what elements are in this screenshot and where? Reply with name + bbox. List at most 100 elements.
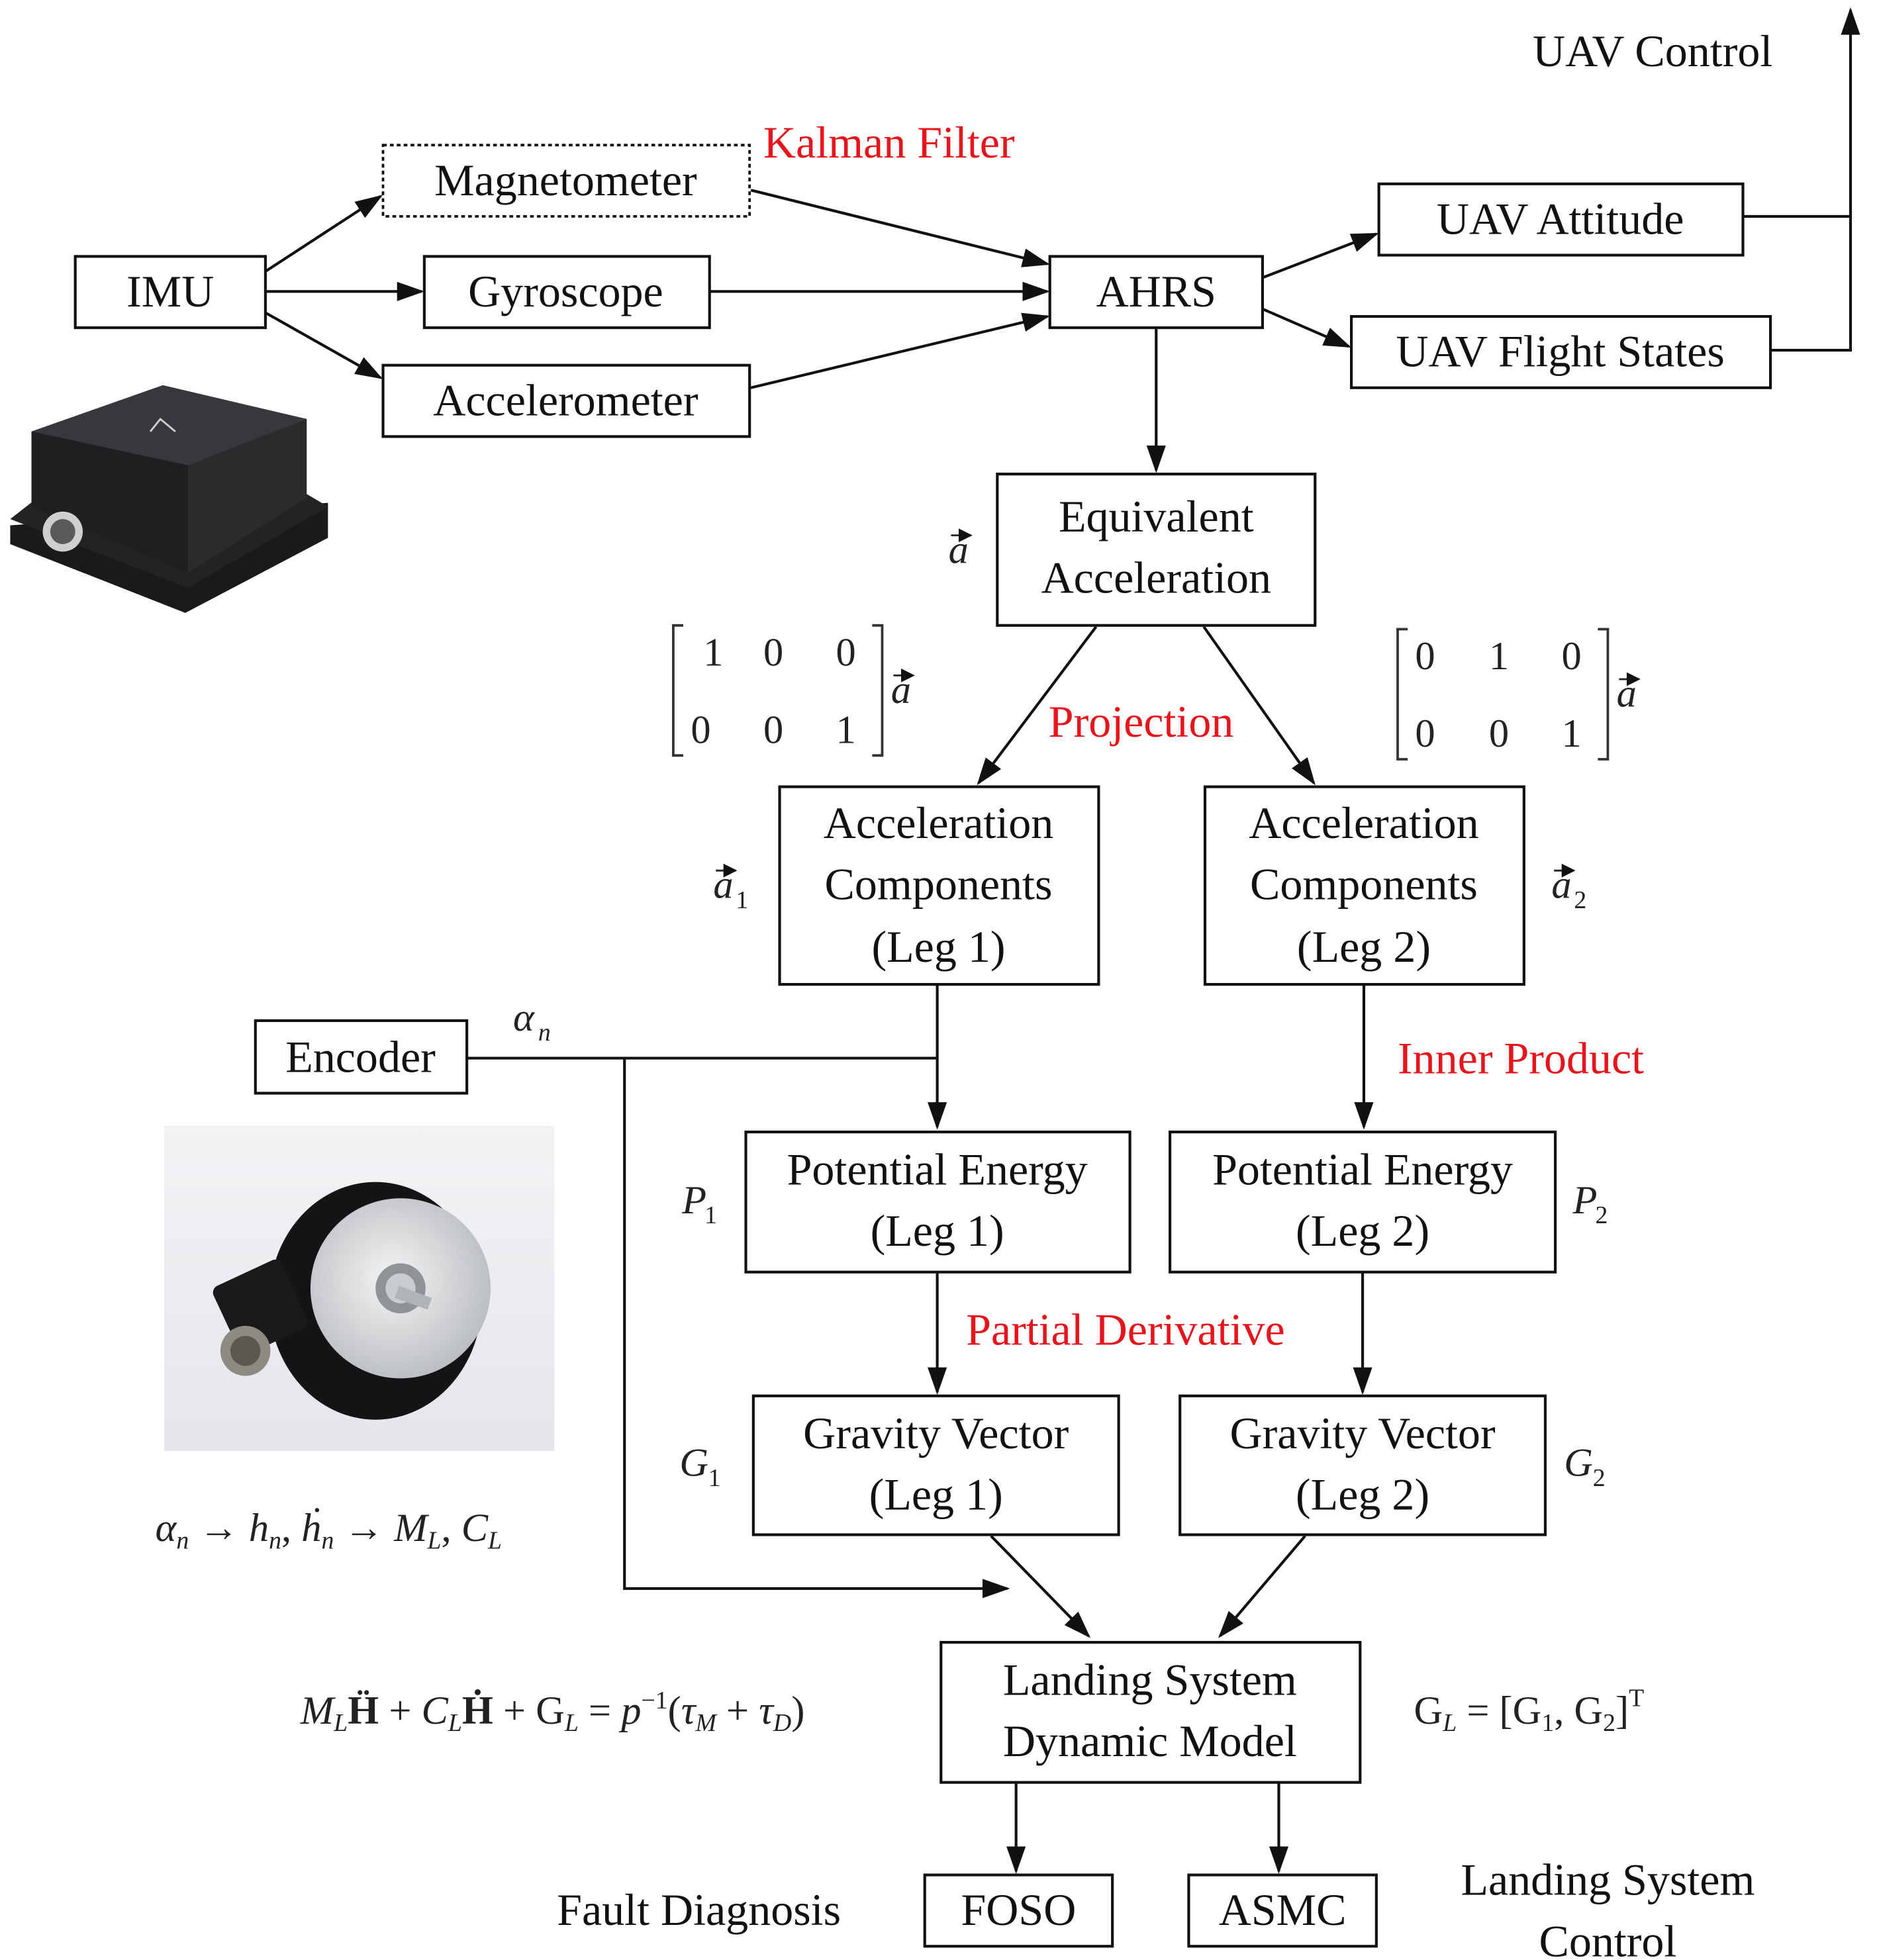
- node-accelerometer-label: Accelerometer: [433, 375, 698, 425]
- symbol-p2-sub: 2: [1596, 1201, 1608, 1229]
- symbol-p2-text: P: [1572, 1178, 1598, 1223]
- symbol-g1: G 1: [679, 1441, 720, 1492]
- node-uav-attitude-label: UAV Attitude: [1437, 193, 1684, 244]
- label-uav-control: UAV Control: [1533, 26, 1772, 76]
- edges-top: [264, 7, 1860, 473]
- label-landing-system-control-line1: Landing System: [1461, 1855, 1755, 1905]
- symbol-a2: a 2: [1551, 863, 1586, 914]
- node-imu-label: IMU: [126, 266, 214, 316]
- label-landing-system-control-line2: Control: [1539, 1916, 1677, 1960]
- symbol-g1-sub: 1: [708, 1464, 721, 1492]
- symbol-p1: P 1: [681, 1178, 717, 1229]
- matrix-leg1-cell: 0: [836, 630, 856, 675]
- node-gv-leg2-line1: Gravity Vector: [1230, 1408, 1496, 1458]
- symbol-g2-text: G: [1564, 1441, 1593, 1485]
- symbol-alpha-n: α n: [513, 996, 551, 1047]
- symbol-alpha-n-sub: n: [538, 1019, 551, 1047]
- label-fault-diagnosis: Fault Diagnosis: [557, 1885, 841, 1935]
- node-gv-leg1-line2: (Leg 1): [869, 1470, 1003, 1520]
- node-equivalent-acceleration-line1: Equivalent: [1059, 491, 1254, 541]
- node-uav-flight-states: UAV Flight States: [1349, 314, 1772, 389]
- encoder-photo: [164, 1125, 555, 1451]
- node-gv-leg2-line2: (Leg 2): [1296, 1470, 1429, 1520]
- equation-gravity-stack: GL = [G1, G2]T: [1414, 1684, 1645, 1737]
- node-encoder-label: Encoder: [285, 1031, 436, 1082]
- node-gravity-vector-leg1: Gravity Vector (Leg 1): [751, 1394, 1120, 1536]
- node-pe-leg1-line1: Potential Energy: [787, 1144, 1088, 1194]
- matrix-leg1-cell: 1: [703, 630, 723, 675]
- symbol-a2-sub: 2: [1574, 886, 1586, 914]
- matrix-leg1: 1 0 0 0 0 1 a: [672, 624, 915, 757]
- node-gravity-vector-leg2: Gravity Vector (Leg 2): [1179, 1394, 1547, 1536]
- node-acc-leg2-line3: (Leg 2): [1297, 921, 1431, 972]
- equation-gravity-stack-text: GL = [G1, G2]T: [1414, 1684, 1645, 1737]
- matrix-leg2-cell: 0: [1562, 634, 1582, 678]
- matrix-leg2-cell: 1: [1489, 634, 1509, 678]
- node-ahrs-label: AHRS: [1096, 266, 1216, 316]
- node-gyroscope-label: Gyroscope: [468, 266, 663, 316]
- node-equivalent-acceleration: Equivalent Acceleration: [996, 473, 1317, 627]
- node-acc-components-leg2: Acceleration Components (Leg 2): [1203, 785, 1525, 986]
- edges-outputs: [1006, 1782, 1289, 1874]
- annotation-projection: Projection: [1049, 696, 1234, 747]
- node-acc-leg2-line1: Acceleration: [1249, 798, 1478, 848]
- matrix-leg1-cell: 1: [836, 708, 856, 752]
- edges-to-dynamics: [990, 1534, 1306, 1638]
- node-ahrs: AHRS: [1048, 255, 1264, 330]
- matrix-leg2-cell: 0: [1415, 634, 1435, 678]
- matrix-leg1-cell: 0: [763, 630, 783, 675]
- equation-encoder-chain-text: αn → hn, ḣn → ML, CL: [156, 1506, 502, 1554]
- node-gyroscope: Gyroscope: [422, 255, 711, 330]
- edges-encoder: [467, 984, 1374, 1599]
- symbol-g1-text: G: [679, 1441, 708, 1485]
- node-magnetometer-label: Magnetometer: [434, 155, 697, 205]
- node-accelerometer: Accelerometer: [381, 363, 751, 438]
- symbol-alpha-n-text: α: [513, 996, 535, 1040]
- matrix-leg2-cell: 0: [1415, 712, 1435, 756]
- node-foso-label: FOSO: [961, 1885, 1076, 1935]
- node-uav-flight-states-label: UAV Flight States: [1396, 326, 1724, 377]
- node-potential-energy-leg2: Potential Energy (Leg 2): [1168, 1131, 1557, 1274]
- symbol-p1-sub: 1: [704, 1201, 717, 1229]
- node-gv-leg1-line1: Gravity Vector: [803, 1408, 1069, 1458]
- symbol-p2: P 2: [1572, 1178, 1608, 1229]
- equation-dynamics: MLḦ + CLḢ + GL = p−1(τM + τD): [300, 1687, 805, 1737]
- node-ldm-line1: Landing System: [1003, 1654, 1297, 1704]
- matrix-leg2-cell: 0: [1489, 712, 1509, 756]
- node-pe-leg2-line2: (Leg 2): [1296, 1205, 1429, 1256]
- symbol-a-vec: a: [949, 528, 973, 572]
- annotation-kalman-filter: Kalman Filter: [763, 117, 1015, 167]
- symbol-a1: a 1: [713, 863, 748, 914]
- node-acc-components-leg1: Acceleration Components (Leg 1): [778, 785, 1100, 986]
- symbol-g2: G 2: [1564, 1441, 1605, 1492]
- node-acc-leg1-line2: Components: [825, 859, 1053, 910]
- annotation-partial-derivative: Partial Derivative: [966, 1304, 1285, 1354]
- node-potential-energy-leg1: Potential Energy (Leg 1): [744, 1131, 1131, 1274]
- node-acc-leg2-line2: Components: [1250, 859, 1478, 910]
- symbol-p1-text: P: [681, 1178, 706, 1223]
- symbol-g2-sub: 2: [1593, 1464, 1606, 1492]
- node-foso: FOSO: [923, 1873, 1114, 1948]
- edges-derivative: [928, 1272, 1372, 1395]
- node-pe-leg1-line2: (Leg 1): [871, 1205, 1004, 1256]
- node-equivalent-acceleration-line2: Acceleration: [1041, 553, 1271, 603]
- symbol-a1-sub: 1: [736, 886, 748, 914]
- node-uav-attitude: UAV Attitude: [1377, 182, 1745, 257]
- edges-projection: [977, 626, 1316, 786]
- equation-dynamics-text: MLḦ + CLḢ + GL = p−1(τM + τD): [300, 1687, 805, 1737]
- node-asmc-label: ASMC: [1219, 1885, 1347, 1935]
- node-ldm-line2: Dynamic Model: [1003, 1716, 1297, 1766]
- annotation-inner-product: Inner Product: [1398, 1033, 1644, 1083]
- matrix-leg2-cell: 1: [1562, 712, 1582, 756]
- node-landing-dynamic-model: Landing System Dynamic Model: [939, 1640, 1362, 1784]
- imu-photo: [10, 385, 328, 613]
- node-acc-leg1-line3: (Leg 1): [871, 921, 1005, 972]
- node-acc-leg1-line1: Acceleration: [824, 798, 1053, 848]
- node-encoder: Encoder: [254, 1019, 469, 1095]
- matrix-leg1-cell: 0: [763, 708, 783, 752]
- matrix-leg1-cell: 0: [691, 708, 710, 752]
- equation-encoder-chain: αn → hn, ḣn → ML, CL: [156, 1506, 502, 1554]
- node-pe-leg2-line1: Potential Energy: [1212, 1144, 1513, 1194]
- node-imu: IMU: [73, 255, 267, 330]
